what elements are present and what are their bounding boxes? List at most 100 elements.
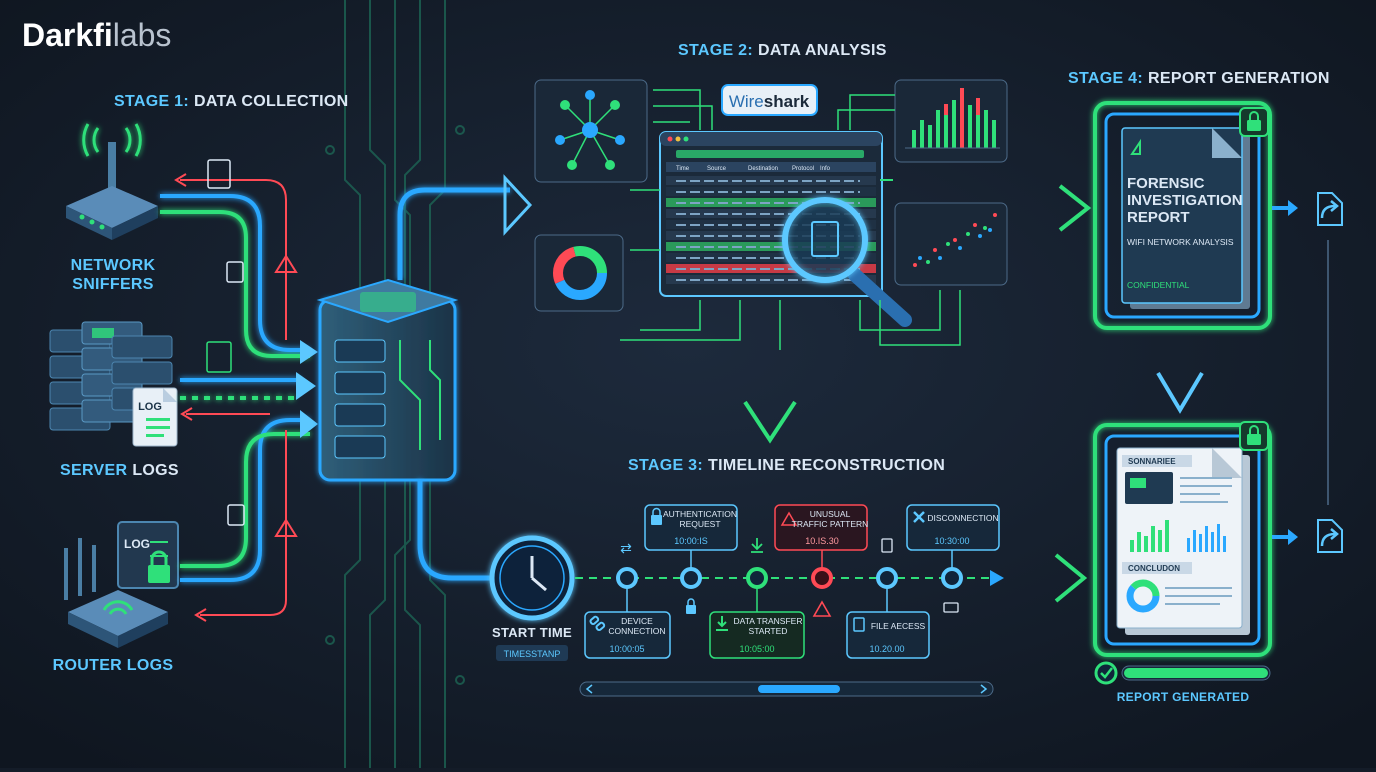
antenna-router-icon	[66, 123, 158, 240]
report-title-2: INVESTIGATION	[1127, 192, 1243, 209]
stage4-title-rest: REPORT GENERATION	[1148, 70, 1330, 87]
stage1-title-rest: DATA COLLECTION	[194, 93, 348, 110]
arrowhead-stage2	[503, 174, 533, 236]
brand-name-dark: Darkfi	[22, 17, 113, 53]
close-icon	[913, 511, 925, 523]
packet-col-info: Info	[820, 166, 831, 172]
monitor-icon	[943, 602, 959, 613]
event-transfer-line1: DATA TRANSFER	[734, 616, 803, 626]
source-label-server-prefix: SERVER	[60, 462, 127, 479]
flow-to-stage3	[417, 480, 490, 581]
timeline-scrollbar[interactable]	[579, 681, 994, 697]
event-device-line2: CONNECTION	[608, 626, 665, 636]
stage4-title: STAGE 4: REPORT GENERATION	[1068, 70, 1330, 87]
link-icon	[589, 615, 606, 632]
download-icon	[716, 616, 728, 631]
magnifier-icon	[782, 197, 912, 327]
handshake-icon: ⇄	[620, 540, 632, 556]
stage4-title-prefix: STAGE 4:	[1068, 70, 1143, 87]
conclusion-heading: CONCLUDON	[1128, 564, 1180, 573]
clock-icon	[489, 535, 575, 621]
packet-rows	[666, 176, 876, 284]
source-label-sniffers-1: NETWORK	[71, 257, 156, 274]
stage3-title-rest: TIMELINE RECONSTRUCTION	[708, 457, 945, 474]
start-badge-text: TIMESSTANP	[504, 649, 561, 659]
arrowhead-report-down	[1156, 371, 1204, 414]
arrowhead-stage4	[1058, 184, 1092, 232]
timeline-arrow	[990, 570, 1004, 586]
stage1-arrowheads	[296, 340, 318, 438]
timeline-event-transfer[interactable]: DATA TRANSFER STARTED 10:05:00	[709, 611, 805, 659]
event-transfer-time: 10:05:00	[739, 644, 774, 654]
progress-fill	[1124, 668, 1268, 678]
packet-col-time: Time	[676, 166, 690, 172]
arrowhead-stage3	[743, 400, 797, 444]
event-transfer-line2: STARTED	[749, 626, 788, 636]
flow-to-stage2	[397, 187, 510, 280]
event-device-time: 10:00:05	[609, 644, 644, 654]
event-device-line1: DEVICE	[621, 616, 653, 626]
event-unusual-time: 10.IS.30	[805, 536, 839, 546]
timeline-event-auth[interactable]: AUTHENTICATION REQUEST 10:00:IS	[644, 504, 738, 551]
top-event-stems	[690, 550, 953, 569]
central-server-icon	[316, 278, 459, 482]
event-file-line1: FILE AECESS	[871, 621, 926, 631]
server-stack-icon	[49, 321, 178, 447]
event-auth-line1: AUTHENTICATION	[663, 509, 737, 519]
scroll-left-icon[interactable]	[585, 684, 593, 694]
scroll-right-icon[interactable]	[980, 684, 988, 694]
share-icon[interactable]	[1272, 192, 1343, 226]
download-icon	[751, 538, 763, 553]
donut-chart-panel	[534, 234, 624, 312]
stage2-title-prefix: STAGE 2:	[678, 42, 753, 59]
timeline-event-file[interactable]: FILE AECESS 10.20.00	[846, 611, 930, 659]
timeline-event-disconnect[interactable]: DISCONNECTION 10:30:00	[906, 504, 1000, 551]
bar-chart-panel	[894, 79, 1008, 163]
stage2-connectors	[620, 89, 961, 350]
lock-icon	[651, 507, 662, 525]
event-disconnect-time: 10:30:00	[934, 536, 969, 546]
packet-col-source: Source	[707, 166, 727, 172]
server-log-badge: LOG	[138, 401, 162, 413]
router-log-badge: LOG	[124, 537, 150, 551]
brand-logo: Darkfilabs	[22, 17, 171, 53]
report-frame-bottom	[1093, 423, 1272, 657]
share-icon[interactable]	[1272, 519, 1343, 553]
packet-col-protocol: Protocol	[792, 166, 814, 172]
event-file-time: 10.20.00	[869, 644, 904, 654]
stage1-flow-lines	[160, 194, 310, 582]
start-time-label: START TIME	[492, 625, 572, 640]
lock-icon	[686, 598, 696, 614]
packet-col-destination: Destination	[748, 166, 778, 172]
stage3-title: STAGE 3: TIMELINE RECONSTRUCTION	[628, 457, 945, 474]
packet-columns: Time Source Destination Protocol Info	[676, 166, 831, 172]
event-unusual-line1: UNUSUAL	[810, 509, 851, 519]
scatter-plot-panel	[894, 202, 1008, 286]
report-progress	[1094, 661, 1271, 685]
stage3-title-prefix: STAGE 3:	[628, 457, 703, 474]
report-subtitle: WIFI NETWORK ANALYSIS	[1127, 237, 1234, 247]
report-footer: CONFIDENTIAL	[1127, 280, 1190, 290]
scrollbar-thumb[interactable]	[758, 685, 840, 693]
check-icon	[1100, 667, 1113, 679]
file-icon	[881, 538, 893, 553]
event-auth-line2: REQUEST	[679, 519, 720, 529]
warning-icon	[812, 600, 832, 617]
stage2-title-rest: DATA ANALYSIS	[758, 42, 887, 59]
report-title-1: FORENSIC	[1127, 175, 1205, 192]
timeline-event-unusual[interactable]: UNUSUAL TRAFFIC PATTERN 10.IS.30	[774, 504, 868, 551]
source-label-router: ROUTER LOGS	[53, 657, 174, 674]
stage1-title: STAGE 1: DATA COLLECTION	[114, 93, 348, 110]
event-disconnect-line1: DISCONNECTION	[927, 513, 998, 523]
stage1-title-prefix: STAGE 1:	[114, 93, 189, 110]
network-graph-panel	[534, 79, 648, 183]
document-icon	[206, 159, 245, 526]
wireshark-name-b: shark	[764, 92, 810, 111]
timeline-event-device[interactable]: DEVICE CONNECTION 10:00:05	[584, 611, 671, 659]
wifi-router-icon	[64, 521, 179, 648]
wireshark-name: Wireshark	[729, 92, 810, 111]
summary-heading: SONNARIEE	[1128, 457, 1176, 466]
warning-icon	[274, 254, 298, 537]
arrowhead-report	[1054, 553, 1088, 603]
